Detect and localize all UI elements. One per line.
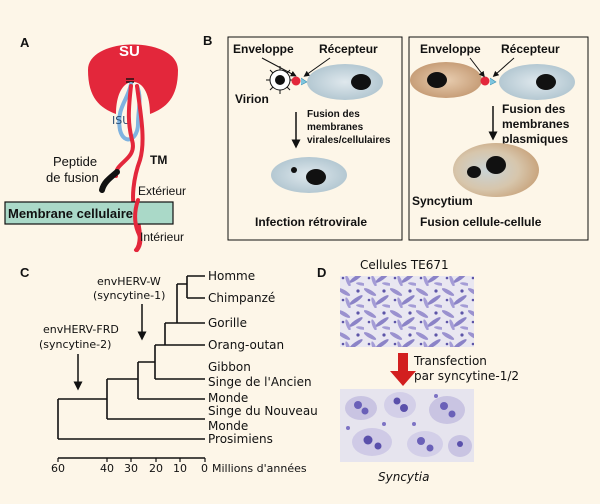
taxon-orang-outan: Orang-outan (208, 338, 284, 352)
panel-b-letter: B (203, 33, 212, 48)
herv-frd-label-1: envHERV-FRD (43, 323, 119, 336)
right-receptor-label: Récepteur (501, 42, 560, 56)
left-fusion-1: Fusion des (307, 109, 360, 120)
fusion-peptide-label-2: de fusion (46, 170, 99, 185)
taxon-old-world-1: Singe de l'Ancien (208, 375, 312, 389)
right-caption: Fusion cellule-cellule (420, 215, 542, 229)
panel-c (57, 275, 205, 440)
transfection-arrow (390, 353, 416, 386)
phylogenetic-tree (57, 275, 205, 440)
virion (266, 66, 294, 94)
retroviral-infection-box (227, 36, 403, 241)
left-caption: Infection rétrovirale (255, 215, 367, 229)
syncytium-label: Syncytium (412, 194, 473, 208)
su-label: SU (119, 43, 140, 60)
right-receptor-protein (489, 77, 497, 86)
interior-label: Intérieur (140, 230, 184, 244)
taxon-homme: Homme (208, 269, 255, 283)
left-fusion-2: membranes (307, 122, 364, 133)
taxon-prosimiens: Prosimiens (208, 432, 273, 446)
exterior-label: Extérieur (138, 184, 186, 198)
herv-w-label-1: envHERV-W (97, 275, 161, 288)
tick-30: 30 (124, 462, 138, 475)
right-fusion-2: membranes (502, 117, 570, 131)
panel-b: B Enveloppe Récepteur Virion Fusion des (203, 33, 589, 241)
cell-fusion-box (408, 36, 589, 241)
panel-a: A SU ISU TM Peptide de fusion Extérieur … (4, 35, 186, 252)
tick-60: 60 (51, 462, 65, 475)
fusion-peptide-label-1: Peptide (53, 154, 97, 169)
membrane-label: Membrane cellulaire (8, 206, 133, 221)
cells-label: Cellules TE671 (360, 258, 449, 272)
panel-c-letter: C (20, 265, 30, 280)
right-envelope-label: Enveloppe (420, 42, 481, 56)
left-envelope-protein (291, 76, 301, 86)
taxon-gibbon: Gibbon (208, 360, 251, 374)
syncytia-label: Syncytia (378, 470, 429, 484)
fusion-peptide (99, 169, 120, 193)
axis-label: Millions d'années (212, 462, 307, 475)
tick-40: 40 (100, 462, 114, 475)
taxon-new-world-1: Singe du Nouveau (208, 404, 318, 418)
syncytia-image (340, 389, 474, 462)
virion-label: Virion (235, 92, 269, 106)
left-envelope-label: Enveloppe (233, 42, 294, 56)
herv-frd-label-2: (syncytine-2) (39, 338, 111, 351)
tm-segment (114, 84, 135, 178)
left-fusion-3: virales/cellulaires (307, 135, 391, 146)
left-receptor-protein (300, 77, 308, 86)
taxon-old-world-2: Monde (208, 391, 248, 405)
cell-membrane (4, 201, 174, 225)
te671-cells-image (340, 276, 474, 347)
tm-label: TM (150, 153, 167, 167)
tick-20: 20 (149, 462, 163, 475)
right-fusion-3: plasmiques (502, 132, 568, 146)
target-cell (307, 64, 383, 100)
panel-d-letter: D (317, 265, 326, 280)
taxon-new-world-2: Monde (208, 419, 248, 433)
transfection-label-2: par syncytine-1/2 (414, 369, 519, 383)
taxon-gorille: Gorille (208, 316, 247, 330)
tick-0: 0 (201, 462, 208, 475)
isu-label: ISU (112, 114, 130, 127)
right-envelope-protein (480, 76, 490, 86)
transfection-label-1: Transfection (413, 354, 487, 368)
panel-a-letter: A (20, 35, 30, 50)
herv-w-label-2: (syncytine-1) (93, 289, 165, 302)
right-fusion-1: Fusion des (502, 102, 566, 116)
taxon-chimpanze: Chimpanzé (208, 291, 275, 305)
panel-d: D Cellules TE671 Transfection par syncyt… (317, 258, 519, 484)
tick-10: 10 (173, 462, 187, 475)
left-receptor-label: Récepteur (319, 42, 378, 56)
